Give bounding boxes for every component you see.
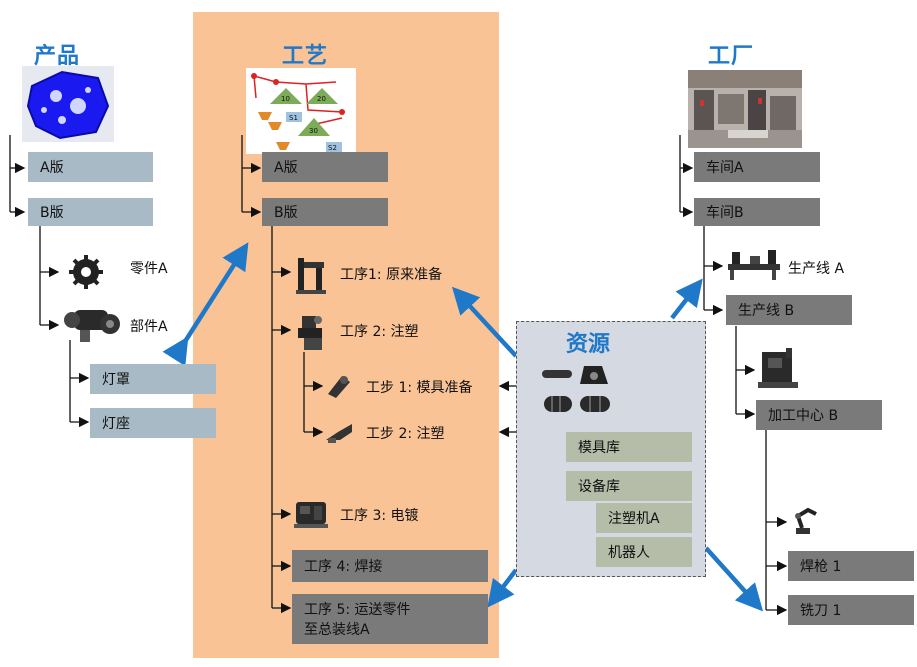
- operation5-box[interactable]: 工序 5: 运送零件 至总装线A: [292, 594, 488, 644]
- operation2-label[interactable]: 工序 2: 注塑: [340, 324, 419, 340]
- operation1-label[interactable]: 工序1: 原来准备: [340, 267, 443, 283]
- component-a-label: 部件A: [130, 319, 168, 335]
- operation5-line2: 至总装线A: [304, 622, 370, 638]
- process-title: 工艺: [282, 44, 329, 69]
- assembly-part-icon: [64, 310, 120, 342]
- operation2-injection-icon: [298, 316, 322, 350]
- product-sub-lampshade[interactable]: 灯罩: [90, 364, 216, 394]
- product-version-b[interactable]: B版: [28, 198, 153, 226]
- tool-milling-cutter-1[interactable]: 铣刀 1: [788, 595, 914, 625]
- process-version-b[interactable]: B版: [262, 198, 388, 226]
- robot-arm-icon: [795, 507, 817, 534]
- product-sub-lamp-base[interactable]: 灯座: [90, 408, 216, 438]
- production-line-a-icon: [728, 250, 780, 280]
- operation1-fixture-icon: [296, 258, 326, 294]
- substep2-nozzle-icon: [326, 424, 352, 443]
- resource-title: 资源: [566, 332, 611, 357]
- resource-tooling-icon: [542, 366, 610, 412]
- tool-welding-gun-1[interactable]: 焊枪 1: [788, 551, 914, 581]
- resource-robot[interactable]: 机器人: [596, 537, 692, 567]
- machining-center-b[interactable]: 加工中心 B: [756, 400, 882, 430]
- process-version-a[interactable]: A版: [262, 152, 388, 182]
- diagram-tag-20: 20: [317, 95, 326, 103]
- diagram-tag-30: 30: [309, 127, 318, 135]
- diagram-tag-s1: S1: [289, 114, 298, 122]
- diagram-tag-10: 10: [281, 95, 290, 103]
- production-line-b[interactable]: 生产线 B: [726, 295, 852, 325]
- substep1-mold-icon: [328, 376, 350, 398]
- diagram-tag-s2: S2: [328, 144, 337, 152]
- process-flow-diagram-icon: 10 20 30 S1 S2: [246, 68, 356, 154]
- part-a-label: 零件A: [130, 261, 168, 277]
- resource-injection-machine-a[interactable]: 注塑机A: [596, 503, 692, 533]
- factory-photo-icon: [688, 70, 802, 148]
- resource-mold-library[interactable]: 模具库: [566, 432, 692, 462]
- factory-title: 工厂: [708, 44, 755, 69]
- substep2-label[interactable]: 工步 2: 注塑: [366, 426, 445, 442]
- resource-equipment-library[interactable]: 设备库: [566, 471, 692, 501]
- operation3-label[interactable]: 工序 3: 电镀: [340, 508, 419, 524]
- workshop-a[interactable]: 车间A: [694, 152, 820, 182]
- workshop-b[interactable]: 车间B: [694, 198, 820, 226]
- gear-part-icon: [69, 255, 103, 289]
- product-3d-model-icon: [22, 66, 114, 142]
- product-title: 产品: [34, 44, 81, 69]
- operation5-line1: 工序 5: 运送零件: [304, 602, 411, 618]
- operation3-plating-icon: [294, 502, 328, 528]
- production-line-a-label[interactable]: 生产线 A: [788, 261, 845, 277]
- product-version-a[interactable]: A版: [28, 152, 153, 182]
- operation4-box[interactable]: 工序 4: 焊接: [292, 550, 488, 582]
- substep1-label[interactable]: 工步 1: 模具准备: [366, 380, 473, 396]
- machining-center-icon: [758, 348, 798, 388]
